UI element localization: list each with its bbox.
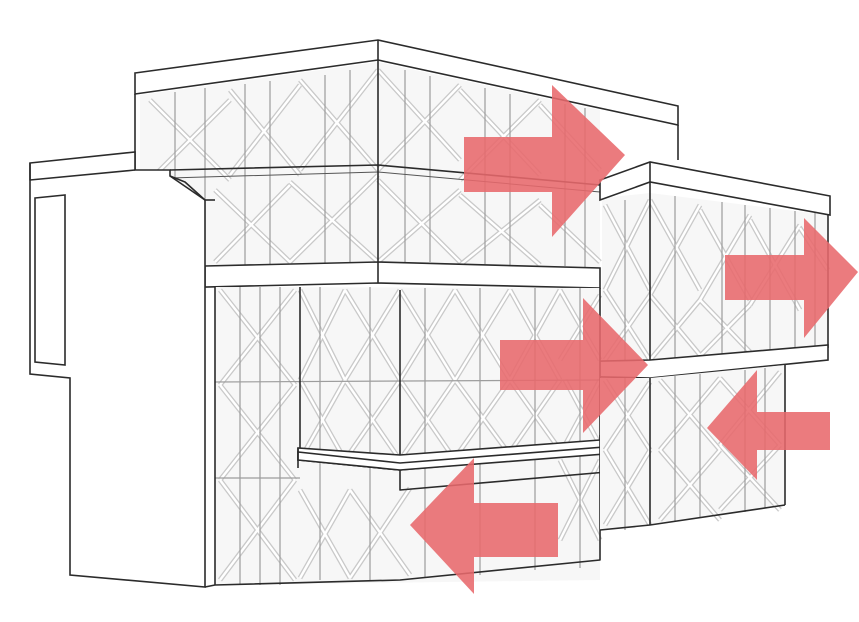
left-core-wall <box>30 152 215 587</box>
middle-floor <box>205 262 600 288</box>
middle-floor-slab <box>205 262 600 288</box>
left-core-window <box>35 195 65 365</box>
